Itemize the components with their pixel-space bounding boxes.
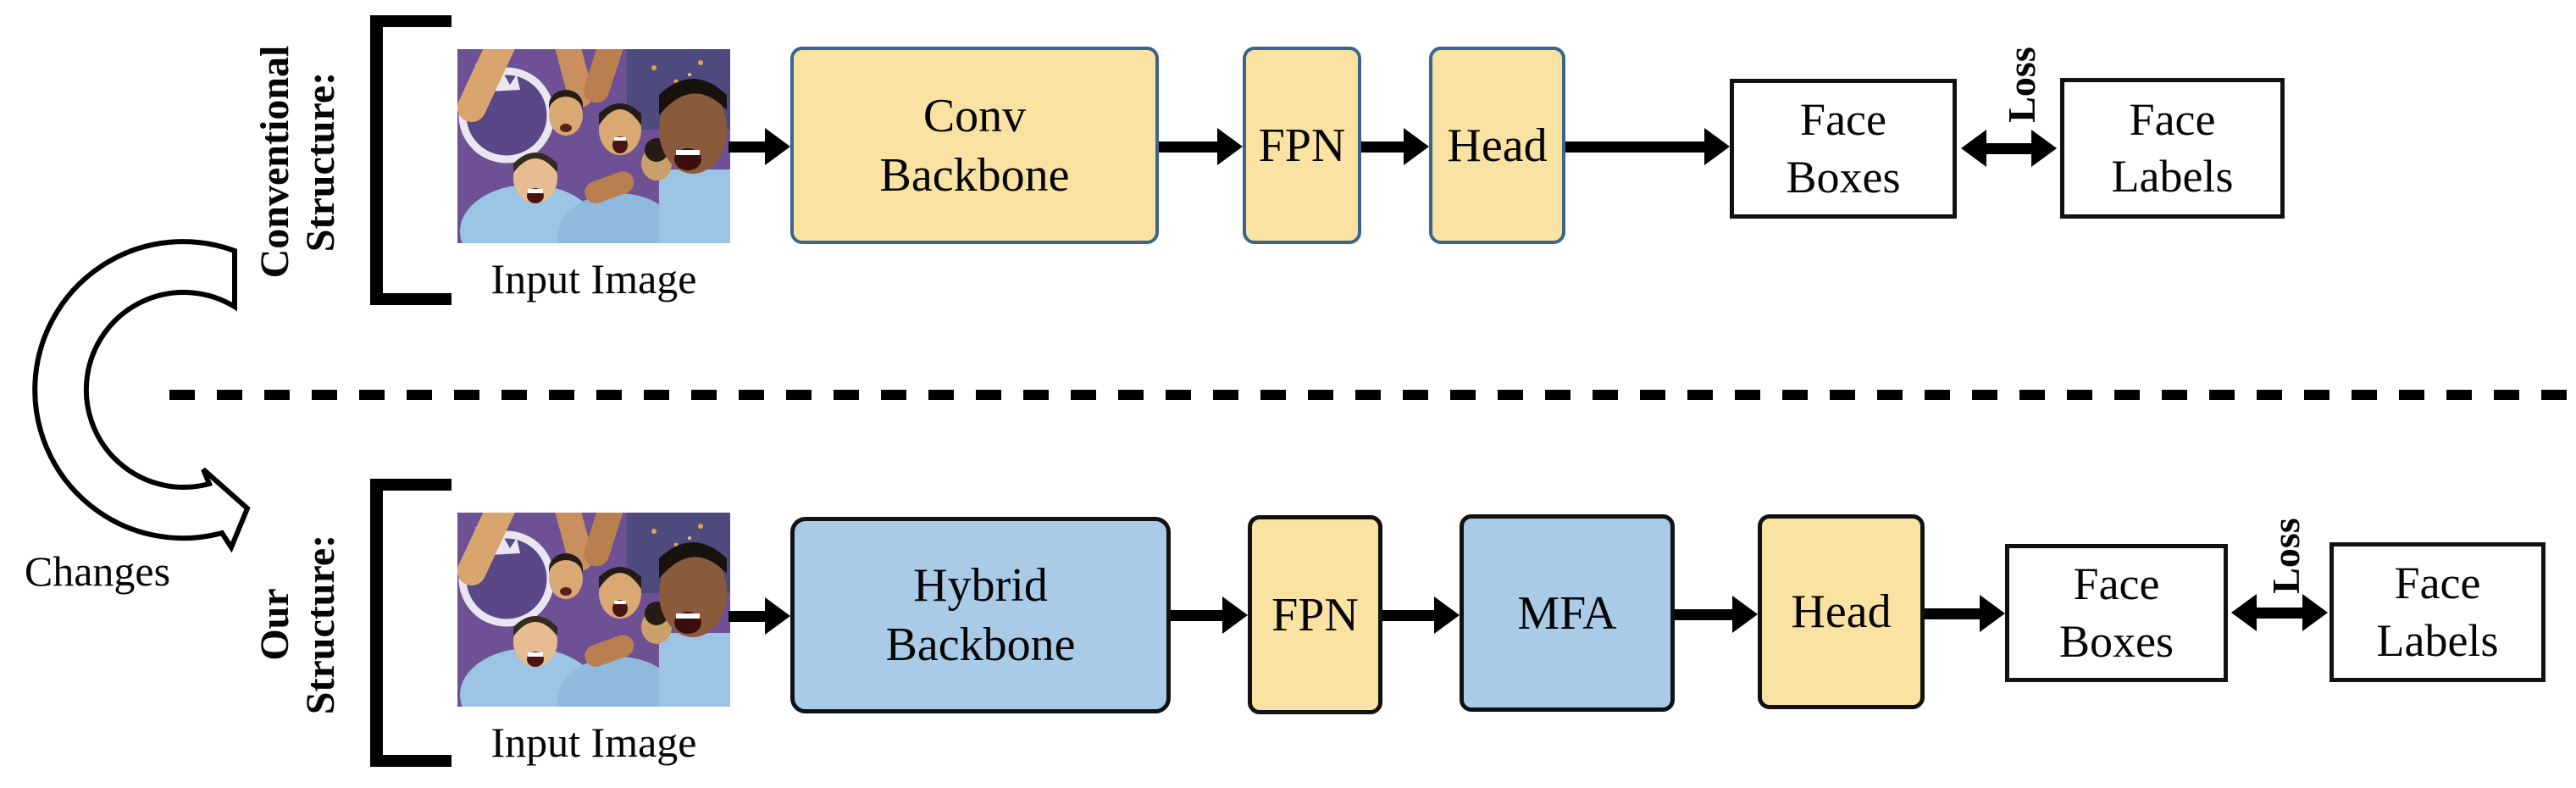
arrow-head-icon	[765, 597, 790, 635]
arrow-shaft	[1925, 608, 1985, 619]
block-label-line: Boxes	[2059, 615, 2174, 667]
block-label-line: Face	[2073, 558, 2160, 609]
face-boxes-block: Face Boxes	[2005, 544, 2228, 682]
conv-backbone-block: Conv Backbone	[790, 47, 1159, 244]
arrow-head-icon	[1732, 596, 1758, 633]
block-label-line: MFA	[1517, 586, 1617, 640]
hybrid-backbone-block: Hybrid Backbone	[790, 517, 1171, 713]
group-label-line: Structure:	[298, 534, 343, 715]
arrow-head-icon	[1434, 597, 1460, 634]
group-label-line: Structure:	[298, 71, 343, 252]
arrow-shaft	[1981, 143, 2036, 154]
block-label-line: Conv	[922, 89, 1027, 142]
arrow-head-icon	[1404, 128, 1429, 165]
loss-label: Loss	[2263, 518, 2307, 594]
head-block: Head	[1758, 514, 1925, 709]
mfa-block: MFA	[1460, 514, 1675, 712]
arrow-shaft	[1361, 142, 1409, 153]
input-image-photo	[457, 513, 730, 707]
block-label-line: FPN	[1258, 119, 1346, 172]
arrow-head-icon	[765, 128, 790, 165]
changes-label: Changes	[24, 547, 171, 595]
block-label-line: Head	[1791, 585, 1892, 638]
fpn-block: FPN	[1243, 47, 1361, 244]
arrow-shaft	[728, 611, 770, 622]
bottom-bracket	[370, 479, 451, 767]
arrow-shaft	[728, 142, 770, 153]
block-label-line: Head	[1447, 119, 1548, 172]
face-labels-block: Face Labels	[2060, 78, 2285, 219]
arrow-head-icon	[1980, 595, 2005, 632]
arrow-head-icon	[1961, 130, 1986, 167]
block-label-line: Face	[2129, 93, 2216, 145]
top-bracket	[370, 15, 451, 305]
face-boxes-block: Face Boxes	[1730, 79, 1957, 219]
block-label-line: FPN	[1271, 588, 1359, 641]
arrow-shaft	[1171, 610, 1227, 621]
arrow-shaft	[2252, 608, 2307, 619]
arrow-head-icon	[2031, 130, 2057, 167]
arrow-shaft	[1565, 142, 1709, 153]
arrow-head-icon	[1217, 128, 1243, 165]
block-label-line: Backbone	[885, 619, 1076, 671]
group-label-line: Our	[252, 588, 298, 661]
input-image-caption: Input Image	[490, 719, 697, 766]
arrow-shaft	[1675, 609, 1737, 620]
block-label-line: Labels	[2376, 614, 2499, 666]
block-label-line: Labels	[2111, 151, 2234, 202]
head-block: Head	[1429, 47, 1565, 244]
block-label-line: Face	[2394, 558, 2481, 608]
our-structure-label: Our Structure:	[252, 480, 345, 769]
input-image-caption: Input Image	[490, 255, 697, 302]
arrow-head-icon	[1704, 128, 1730, 165]
arrow-head-icon	[2302, 594, 2328, 631]
input-image-photo	[457, 49, 730, 243]
arrow-head-icon	[2231, 594, 2257, 631]
fpn-block: FPN	[1248, 515, 1382, 714]
loss-label: Loss	[1999, 47, 2043, 123]
block-label-line: Hybrid	[913, 559, 1048, 612]
block-label-line: Face	[1800, 94, 1886, 145]
changes-curved-arrow-icon	[32, 239, 251, 553]
arrow-shaft	[1159, 142, 1222, 153]
dashed-divider	[169, 390, 2573, 400]
arrow-head-icon	[1222, 597, 1248, 634]
block-label-line: Boxes	[1786, 151, 1901, 203]
block-label-line: Backbone	[879, 148, 1070, 202]
arrow-shaft	[1382, 610, 1439, 621]
face-labels-block: Face Labels	[2329, 542, 2546, 682]
